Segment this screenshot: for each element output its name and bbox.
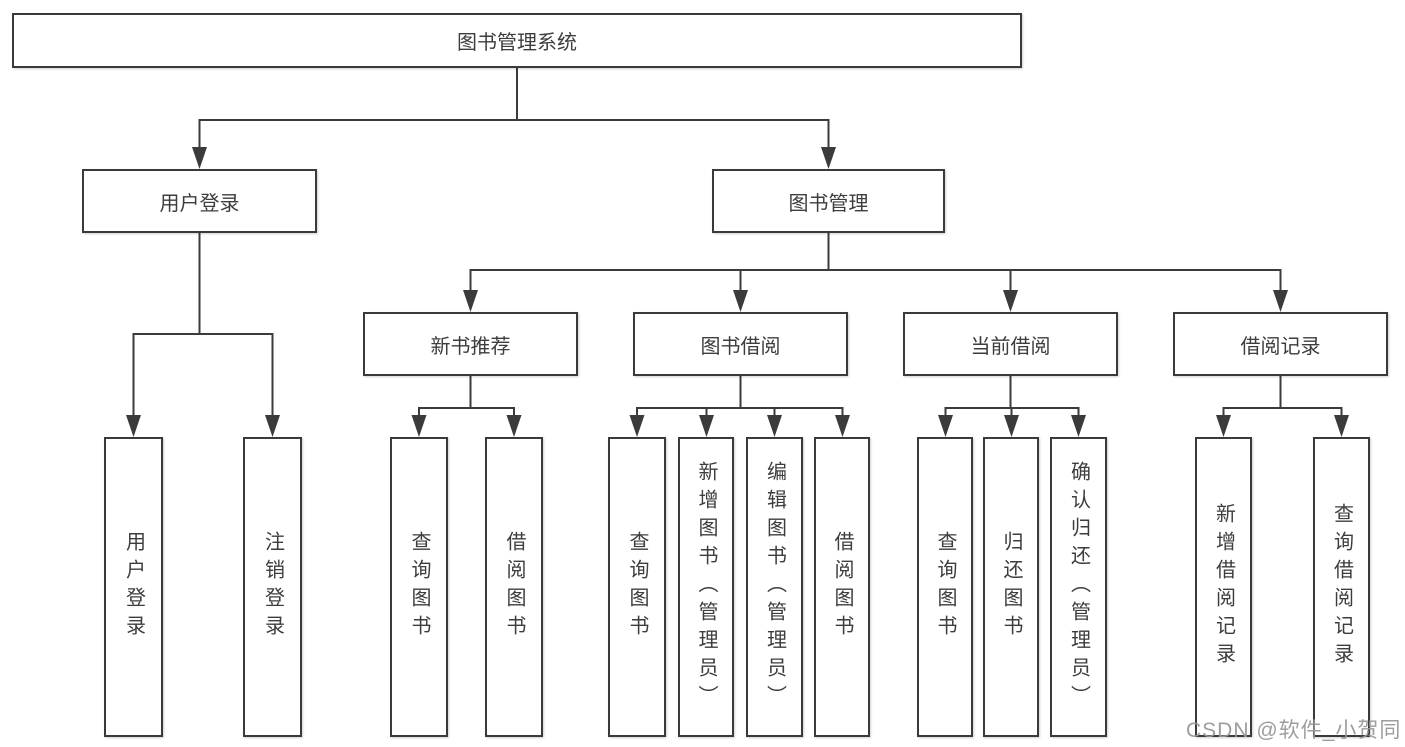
leaf-query-books-borrow: 查询图书 [608, 437, 666, 737]
node-book-borrow: 图书借阅 [633, 312, 848, 376]
node-borrow-records: 借阅记录 [1173, 312, 1388, 376]
leaf-borrow-books-recommend: 借阅图书 [485, 437, 543, 737]
leaf-add-borrow-record: 新增借阅记录 [1195, 437, 1252, 737]
leaf-confirm-return-admin: 确认归还（管理员） [1050, 437, 1107, 737]
csdn-watermark: CSDN @软件_小贺同学 [1186, 719, 1402, 742]
leaf-borrow-books: 借阅图书 [814, 437, 870, 737]
node-book-management: 图书管理 [712, 169, 945, 233]
leaf-query-books-recommend: 查询图书 [390, 437, 448, 737]
arrowheads [126, 147, 1349, 437]
leaf-user-login: 用户登录 [104, 437, 163, 737]
leaf-logout: 注销登录 [243, 437, 302, 737]
node-current-borrow: 当前借阅 [903, 312, 1118, 376]
leaf-query-borrow-record: 查询借阅记录 [1313, 437, 1370, 737]
connector-path [132, 68, 1343, 416]
leaf-edit-books-admin: 编辑图书（管理员） [746, 437, 803, 737]
leaf-query-books-current: 查询图书 [917, 437, 973, 737]
node-user-login: 用户登录 [82, 169, 317, 233]
leaf-add-books-admin: 新增图书（管理员） [678, 437, 734, 737]
leaf-return-books: 归还图书 [983, 437, 1039, 737]
node-library-system: 图书管理系统 [12, 13, 1022, 68]
node-new-book-recommend: 新书推荐 [363, 312, 578, 376]
